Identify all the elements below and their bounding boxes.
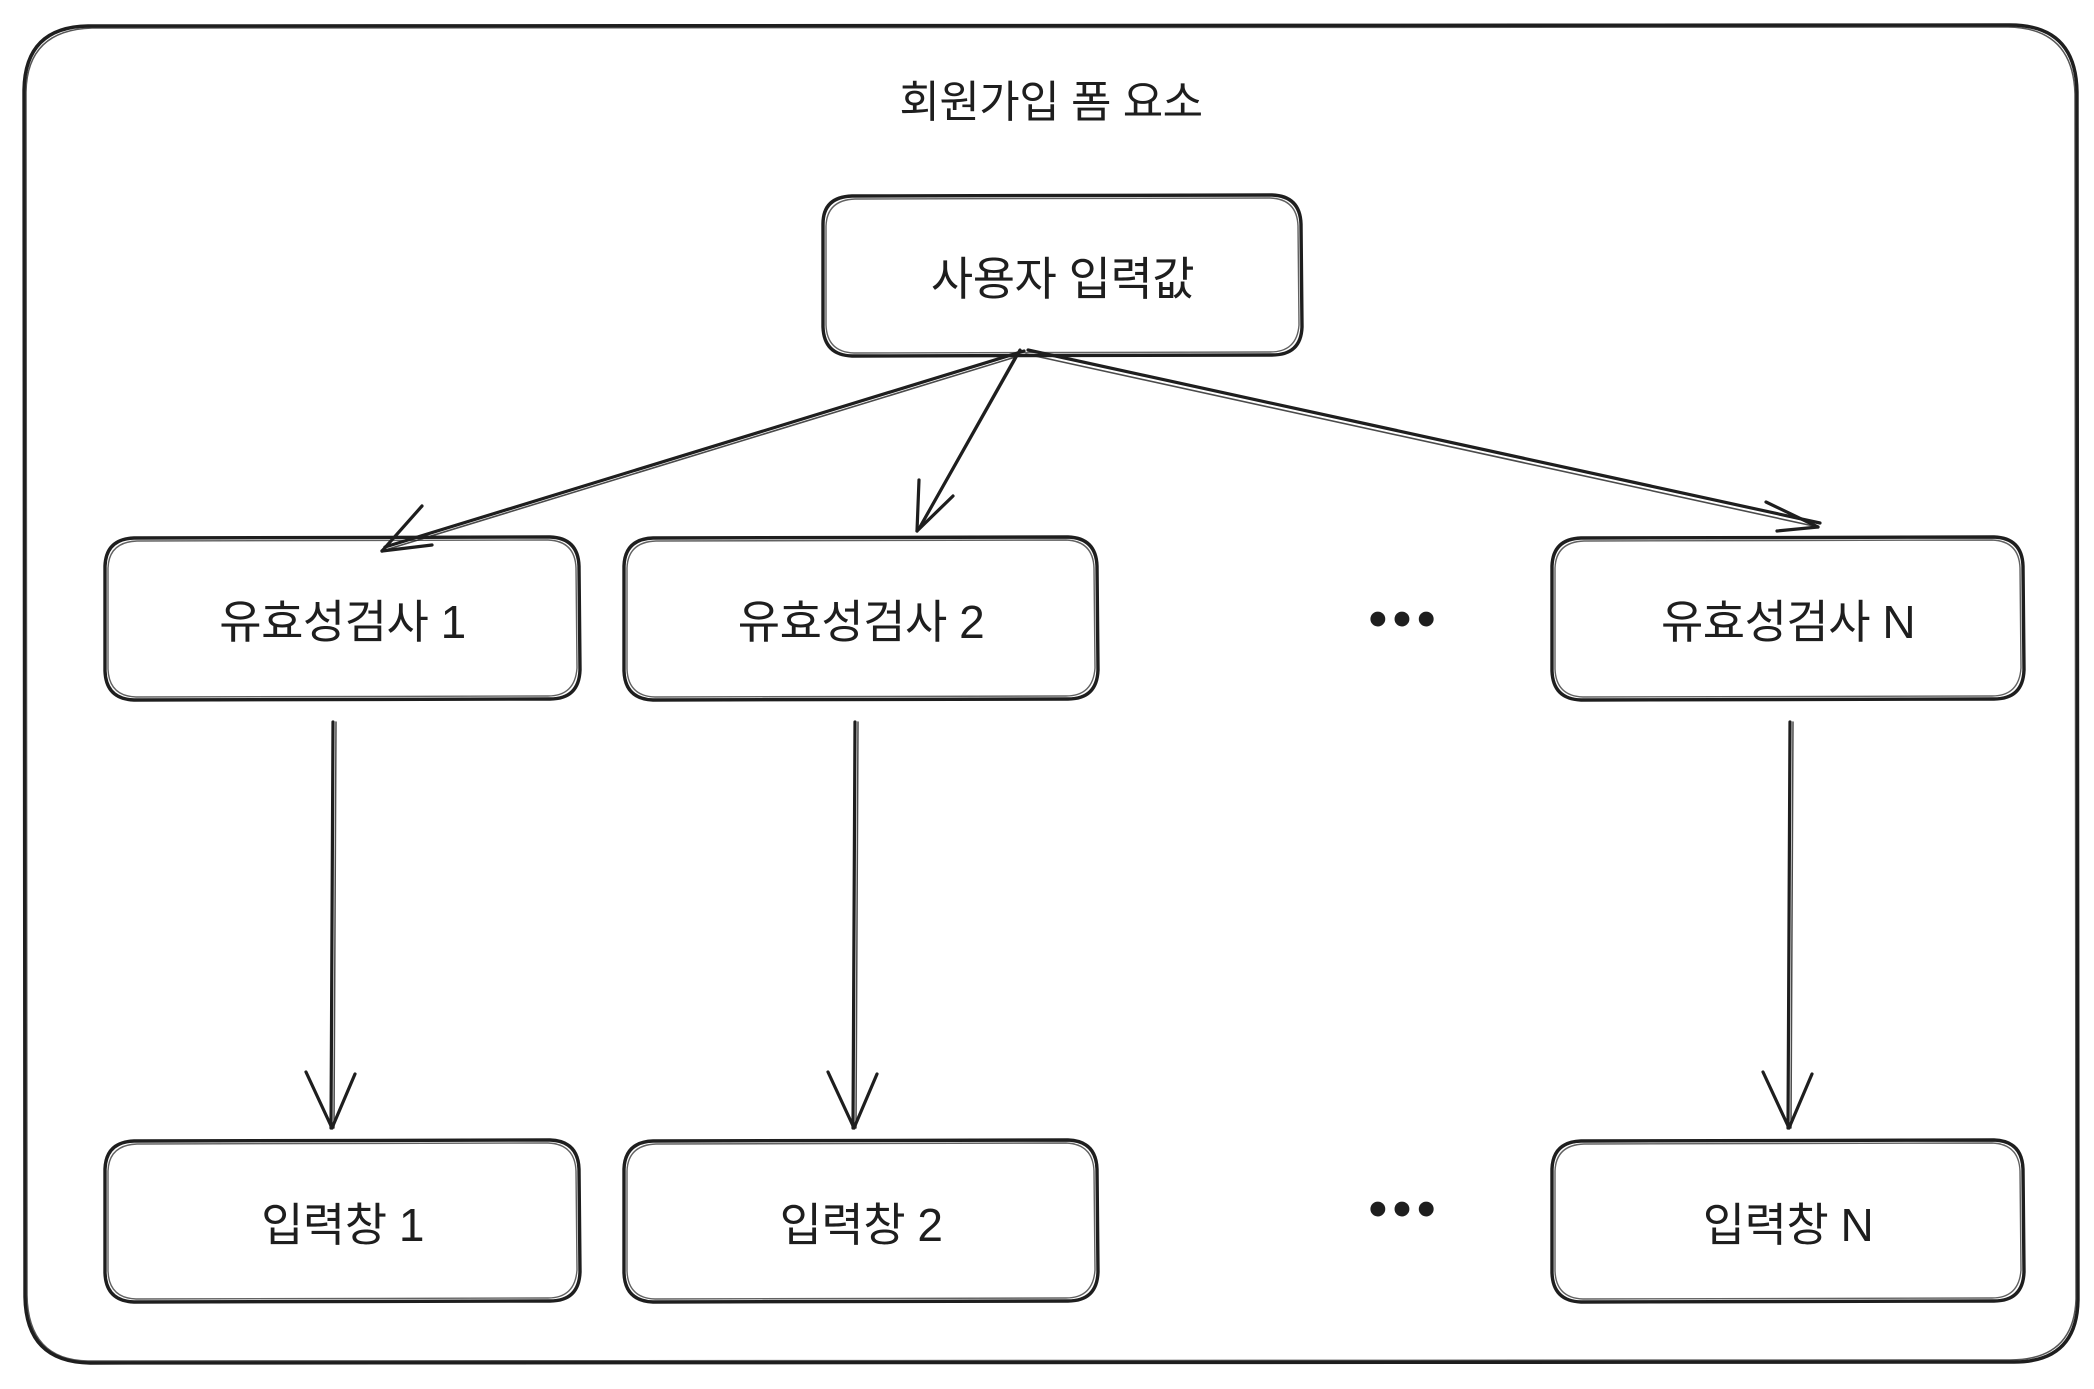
node-field-n[interactable]: 입력창 N — [1702, 1198, 1874, 1251]
arrow-validator-n-to-field-n — [1761, 720, 1814, 1130]
node-field-2[interactable]: 입력창 2 — [779, 1198, 943, 1251]
node-input-value[interactable]: 사용자 입력값 — [930, 253, 1195, 305]
fields-ellipsis: ••• — [1368, 1180, 1442, 1238]
node-field-1[interactable]: 입력창 1 — [261, 1198, 424, 1251]
arrow-input-to-validator-2 — [915, 348, 1022, 533]
node-validator-n[interactable]: 유효성검사 N — [1660, 596, 1916, 648]
arrow-input-to-validator-1 — [380, 349, 1026, 553]
node-validator-1[interactable]: 유효성검사 1 — [219, 596, 466, 648]
arrow-validator-2-to-field-2 — [826, 720, 879, 1130]
validators-ellipsis: ••• — [1368, 590, 1442, 648]
frame-title: 회원가입 폼 요소 — [899, 78, 1203, 127]
node-validator-2[interactable]: 유효성검사 2 — [737, 596, 985, 648]
arrow-input-to-validator-n — [1025, 348, 1822, 533]
arrow-validator-1-to-field-1 — [304, 720, 357, 1130]
